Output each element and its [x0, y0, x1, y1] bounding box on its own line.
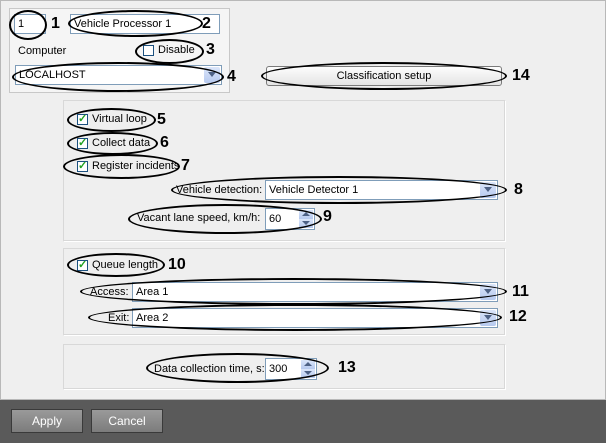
callout-ellipse	[67, 108, 156, 132]
computer-label: Computer	[18, 45, 67, 57]
callout-number: 12	[509, 308, 527, 325]
callout-number: 14	[512, 67, 530, 84]
callout-number: 2	[202, 15, 211, 32]
callout-ellipse	[171, 176, 507, 204]
callout-ellipse	[67, 253, 165, 277]
callout-ellipse	[80, 278, 507, 305]
callout-number: 5	[157, 111, 166, 128]
apply-button[interactable]: Apply	[11, 409, 83, 433]
callout-number: 6	[160, 134, 169, 151]
callout-ellipse	[135, 39, 204, 64]
callout-number: 4	[227, 68, 236, 85]
callout-number: 3	[206, 41, 215, 58]
callout-number: 9	[323, 208, 332, 225]
callout-ellipse	[128, 204, 322, 234]
callout-number: 13	[338, 359, 356, 376]
callout-ellipse	[88, 304, 502, 331]
callout-ellipse	[9, 10, 47, 40]
callout-number: 8	[514, 181, 523, 198]
callout-number: 10	[168, 256, 186, 273]
callout-ellipse	[146, 353, 329, 383]
callout-number: 11	[512, 283, 529, 300]
callout-ellipse	[261, 62, 507, 90]
callout-number: 1	[51, 15, 60, 32]
detection-group	[63, 100, 506, 242]
cancel-button[interactable]: Cancel	[91, 409, 163, 433]
callout-ellipse	[63, 154, 180, 179]
callout-ellipse	[67, 132, 158, 155]
callout-ellipse	[12, 62, 224, 92]
collection-group	[63, 344, 506, 390]
callout-number: 7	[181, 157, 190, 174]
callout-ellipse	[68, 10, 203, 37]
